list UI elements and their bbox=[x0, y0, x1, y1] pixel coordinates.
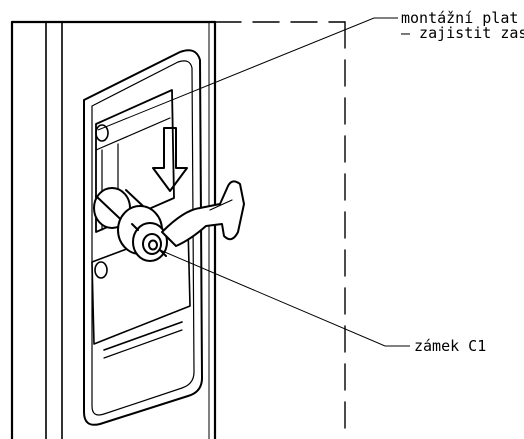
label-mounting-plate-line2: – zajistit zas bbox=[401, 24, 524, 42]
door-frame bbox=[10, 20, 217, 439]
latch-lever bbox=[161, 180, 245, 247]
label-mounting-plate-line1: montážní plat bbox=[401, 9, 518, 27]
leader-lines bbox=[97, 17, 410, 347]
leader-lock bbox=[159, 249, 410, 347]
screw-hole-lower bbox=[94, 261, 108, 279]
screw-hole-upper bbox=[95, 124, 109, 142]
leader-mounting-plate bbox=[97, 17, 398, 131]
hidden-outline bbox=[214, 21, 346, 439]
lock-cylinder bbox=[93, 187, 168, 262]
lock-plate bbox=[83, 49, 203, 426]
lock-plate-inner bbox=[91, 60, 195, 416]
arrow-down-icon bbox=[152, 127, 188, 192]
label-lock: zámek C1 bbox=[414, 337, 486, 355]
